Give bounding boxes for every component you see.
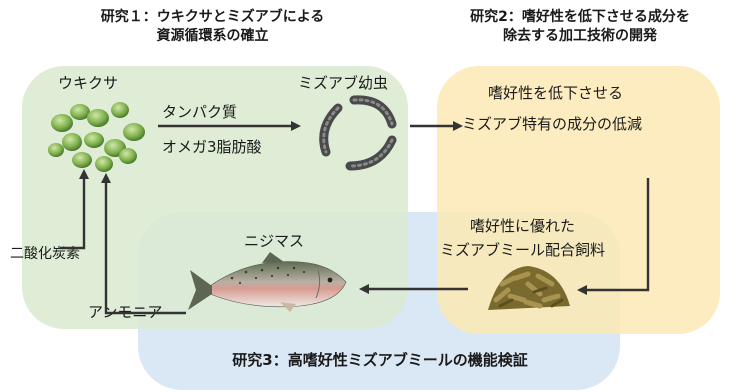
reduce-label-line2: ミズアブ特有の成分の低減 — [462, 115, 643, 133]
duckweed-illustration — [48, 102, 145, 172]
trout-label: ニジマス — [244, 232, 305, 250]
arrow-reduction-to-feed — [577, 178, 650, 295]
reduce-label-line1: 嗜好性を低下させる — [488, 84, 624, 102]
larvae-label: ミズアブ幼虫 — [298, 74, 389, 92]
duckweed-label: ウキクサ — [58, 74, 119, 92]
arrow-ammonia-to-duckweed — [101, 173, 186, 315]
research2-title-line2: 除去する加工技術の開発 — [503, 28, 657, 44]
protein-label: タンパク質 — [162, 103, 238, 121]
feed-label-line2: ミズアブミール配合飼料 — [440, 241, 606, 259]
trout-illustration — [188, 252, 347, 312]
research1-title-line1: 研究１：ウキクサとミズアブによる — [100, 9, 325, 25]
research1-title-line2: 資源循環系の確立 — [156, 28, 269, 44]
research1-title: 研究１：ウキクサとミズアブによる 資源循環系の確立 — [40, 8, 385, 46]
omega3-label: オメガ3脂肪酸 — [162, 138, 262, 156]
feed-label-line1: 嗜好性に優れた — [470, 217, 576, 235]
arrow-co2-to-duckweed — [60, 169, 89, 250]
research2-title-line1: 研究2：嗜好性を低下させる成分を — [470, 9, 690, 25]
feed-pellets-illustration — [488, 266, 570, 310]
co2-label: 二酸化炭素 — [10, 246, 80, 262]
research3-title: 研究3：高嗜好性ミズアブミールの機能検証 — [232, 351, 528, 369]
research2-title: 研究2：嗜好性を低下させる成分を 除去する加工技術の開発 — [425, 8, 735, 46]
